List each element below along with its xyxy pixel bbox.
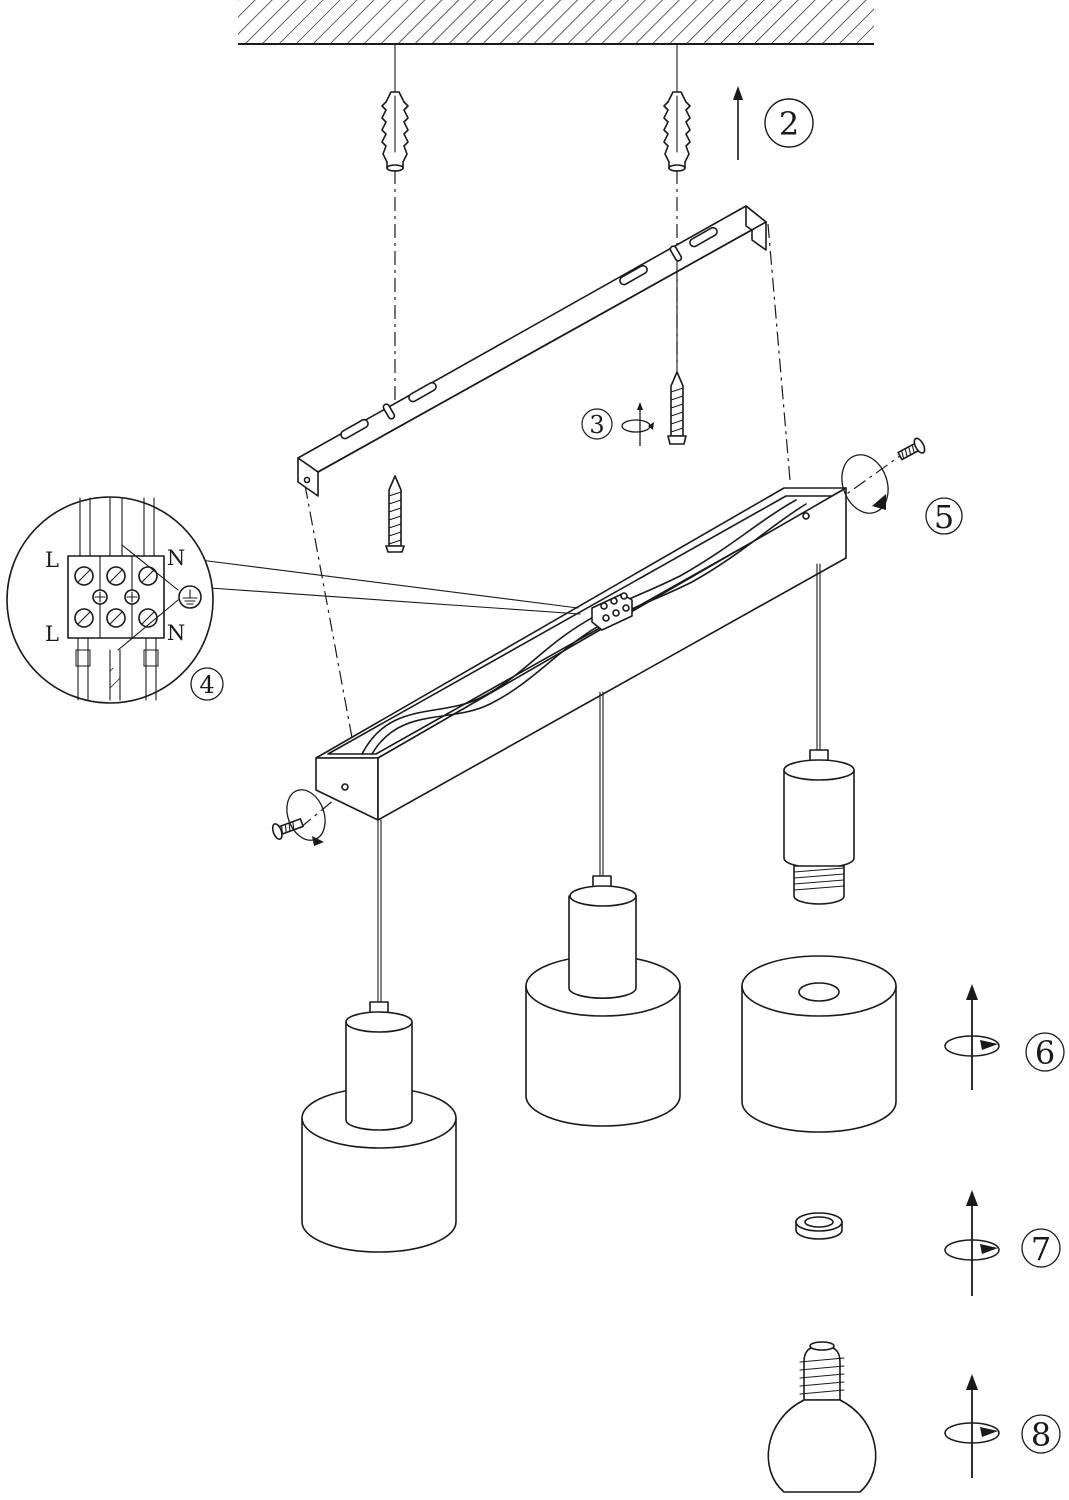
shade-right (741, 955, 897, 1133)
wire-label-bottom-left: L (45, 622, 59, 646)
screw-left (385, 475, 405, 553)
rotate-icon-step-6 (944, 984, 1000, 1090)
step-5-label: 5 (934, 498, 954, 536)
step-7-badge: 7 (1021, 1228, 1061, 1268)
rotate-icon-step-7 (944, 1190, 1000, 1296)
wire-label-bottom-right: N (167, 621, 185, 645)
side-screw-left (271, 818, 304, 840)
step-2-label: 2 (779, 105, 799, 143)
guide-line-bracket-right (767, 223, 791, 481)
step-8-label: 8 (1031, 1416, 1051, 1454)
pendant-left (301, 1001, 457, 1253)
screw-right (667, 371, 687, 445)
step-2-badge: 2 (764, 98, 814, 148)
terminal-block (591, 592, 633, 631)
step-7-label: 7 (1031, 1230, 1051, 1268)
ceiling (238, 0, 874, 45)
wire-label-top-right: N (167, 546, 185, 570)
wall-plug-right (663, 91, 691, 172)
step-3-label: 3 (589, 411, 604, 439)
step-5-badge: 5 (925, 497, 963, 536)
side-screw-right (897, 437, 926, 461)
light-bulb (767, 1341, 877, 1493)
wall-plug-left (381, 91, 409, 172)
guide-line-bracket-left (304, 484, 359, 771)
canopy-bar (315, 487, 847, 821)
up-arrow-head (733, 86, 743, 100)
rotate-icon-step-8 (944, 1374, 1000, 1478)
step-4-badge: 4 (190, 667, 224, 701)
wire-label-top-left: L (45, 548, 59, 572)
wiring-detail: L N L N (6, 496, 581, 704)
step-4-label: 4 (199, 671, 214, 699)
step-6-label: 6 (1035, 1034, 1055, 1072)
step-6-badge: 6 (1025, 1032, 1065, 1072)
pendant-right-socket (783, 749, 855, 905)
step-8-badge: 8 (1021, 1414, 1061, 1454)
rotate-icon-step-3 (621, 402, 654, 446)
mounting-bracket (297, 205, 767, 497)
fixing-ring (795, 1212, 843, 1240)
guide-line-screw-right (809, 455, 901, 521)
rotate-icon-left-screw (286, 789, 326, 846)
rotate-icon-step-5 (841, 454, 889, 514)
pendant-middle (525, 875, 681, 1127)
step-3-badge: 3 (581, 408, 613, 440)
